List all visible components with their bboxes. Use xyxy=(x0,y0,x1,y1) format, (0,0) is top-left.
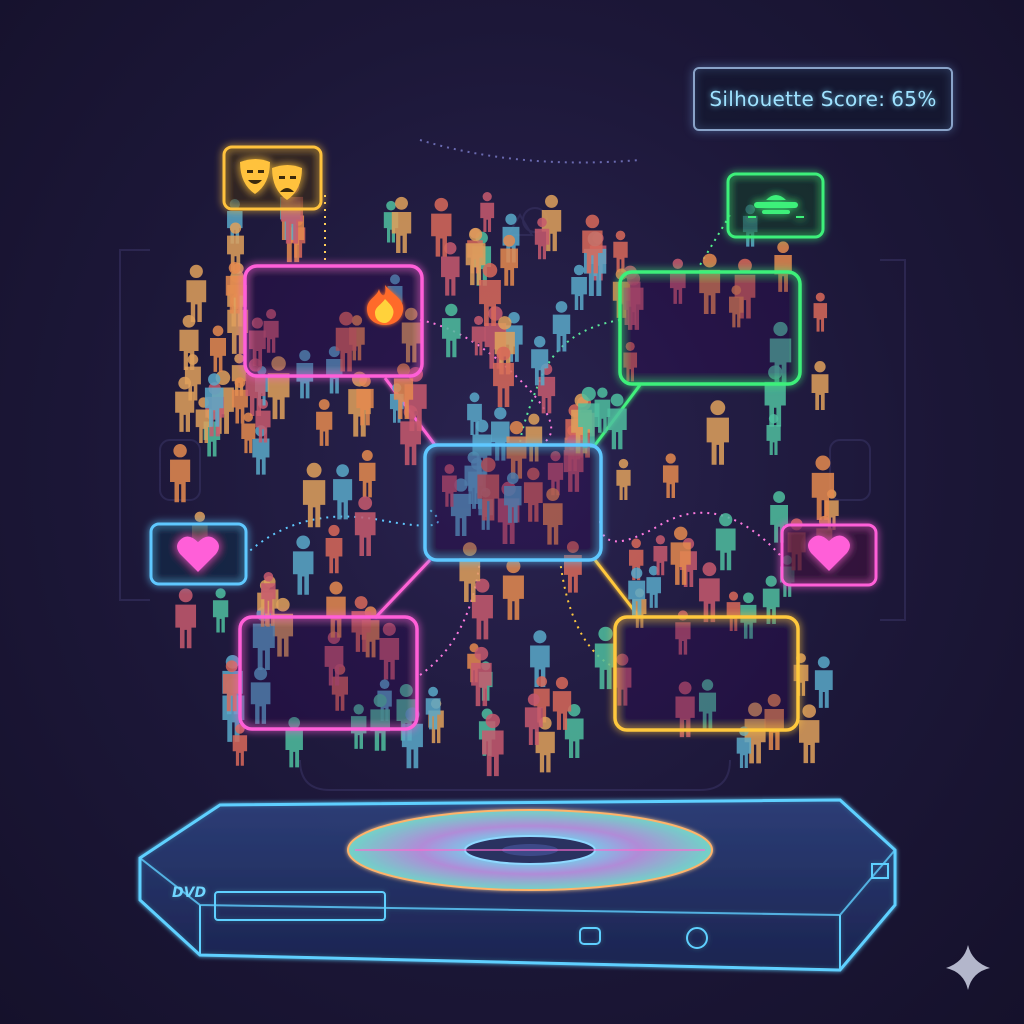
person-figure xyxy=(552,301,571,352)
person-figure xyxy=(537,363,556,414)
person-figure xyxy=(607,393,627,450)
person-figure xyxy=(670,526,691,585)
cluster-box-scifi xyxy=(618,270,802,386)
ufo-icon xyxy=(726,172,825,239)
silhouette-score-display: Silhouette Score: 65% xyxy=(693,67,953,131)
person-figure xyxy=(524,693,543,746)
background-circuit xyxy=(119,207,906,791)
person-figure xyxy=(628,567,646,617)
person-figure xyxy=(582,214,603,274)
person-figure xyxy=(467,392,482,436)
person-figure xyxy=(212,588,229,633)
cluster-box-left xyxy=(238,615,419,731)
person-figure xyxy=(646,565,661,608)
person-figure xyxy=(699,562,720,623)
heart-icon xyxy=(149,522,248,586)
person-figure xyxy=(480,191,495,233)
theater-masks-icon xyxy=(222,145,323,211)
cluster-box-center xyxy=(423,443,603,562)
person-figure xyxy=(465,227,486,286)
person-figure xyxy=(442,303,461,358)
person-figure xyxy=(471,578,493,640)
power-button[interactable] xyxy=(686,927,708,949)
person-figure xyxy=(186,264,207,322)
person-figure xyxy=(578,386,600,449)
person-figure xyxy=(662,453,679,499)
person-figure xyxy=(594,387,611,433)
person-figure xyxy=(359,450,376,498)
person-figure xyxy=(261,572,276,614)
person-figure xyxy=(222,660,241,712)
person-figure xyxy=(231,377,248,424)
score-label: Silhouette Score: xyxy=(709,87,886,111)
person-figure xyxy=(571,264,587,311)
person-figure xyxy=(292,535,314,595)
person-figure xyxy=(391,196,412,253)
person-figure xyxy=(811,455,835,521)
dvd-disc xyxy=(347,809,713,891)
person-figure xyxy=(479,263,501,326)
person-figure xyxy=(471,315,486,356)
person-figure xyxy=(534,217,550,260)
fire-icon xyxy=(367,285,404,325)
person-figure xyxy=(594,626,617,690)
person-figure xyxy=(333,464,353,520)
person-figure xyxy=(204,373,224,427)
eject-button[interactable] xyxy=(579,927,601,945)
person-figure xyxy=(482,713,504,777)
person-figure xyxy=(425,686,441,730)
person-figure xyxy=(613,230,628,273)
person-figure xyxy=(225,261,244,314)
person-figure xyxy=(616,458,631,500)
person-figure xyxy=(356,375,374,426)
person-figure xyxy=(241,412,256,454)
person-figure xyxy=(179,314,199,371)
person-figure xyxy=(564,703,584,759)
person-figure xyxy=(814,656,833,708)
person-figure xyxy=(431,197,452,257)
cluster-box-right xyxy=(613,615,800,732)
person-figure xyxy=(799,704,820,764)
person-figure xyxy=(706,400,729,465)
person-figure xyxy=(493,346,514,407)
person-figure xyxy=(471,646,492,707)
person-figure xyxy=(175,588,197,649)
person-figure xyxy=(500,234,519,286)
sparkle-icon xyxy=(946,945,990,990)
person-figure xyxy=(325,524,343,574)
person-figure xyxy=(316,399,333,446)
person-figure xyxy=(209,325,227,372)
dvd-logo: DVD xyxy=(172,885,206,901)
person-figure xyxy=(811,361,829,410)
person-figure xyxy=(502,559,524,620)
person-figure xyxy=(354,496,376,556)
person-figure xyxy=(715,513,736,571)
heart-icon xyxy=(780,523,878,587)
person-figure xyxy=(302,462,326,528)
person-figure xyxy=(552,676,572,730)
score-value: 65% xyxy=(891,87,937,111)
person-figure xyxy=(531,336,549,386)
person-figure xyxy=(813,292,828,332)
person-figure xyxy=(530,630,550,687)
person-figure xyxy=(653,535,668,576)
person-figure xyxy=(227,222,244,272)
person-figure xyxy=(441,242,460,296)
person-figure xyxy=(170,443,191,503)
disc-slot xyxy=(214,891,386,921)
person-figure xyxy=(762,575,780,624)
